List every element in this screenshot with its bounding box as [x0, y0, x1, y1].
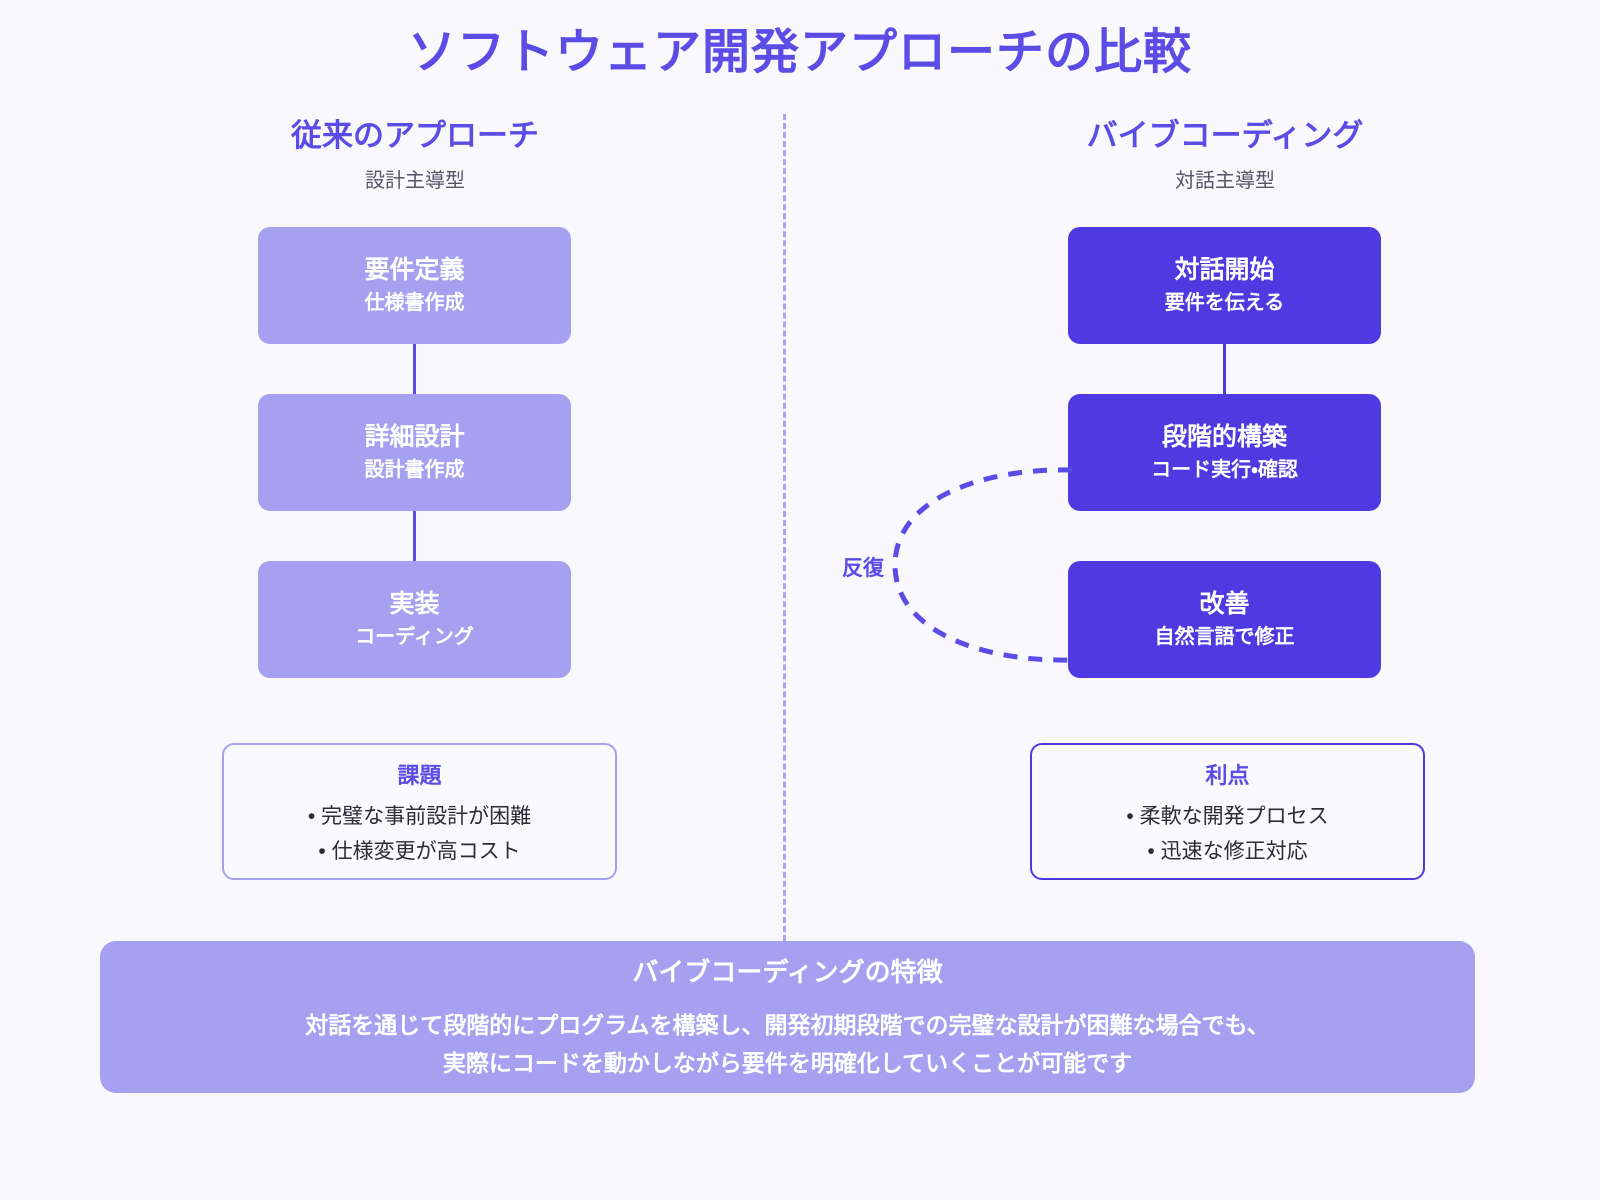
step-box-start-dialogue[interactable]: 対話開始 要件を伝える: [1068, 226, 1381, 344]
callout-challenges: 課題 • 完璧な事前設計が困難 • 仕様変更が高コスト: [222, 743, 617, 880]
column-subtitle-vibe-coding: 対話主導型: [1175, 169, 1275, 192]
step-box-requirements[interactable]: 要件定義 仕様書作成: [258, 226, 571, 344]
step-box-detailed-design[interactable]: 詳細設計 設計書作成: [258, 393, 571, 511]
callout-list: • 柔軟な開発プロセス • 迅速な修正対応: [1126, 800, 1328, 868]
step-box-incremental-build[interactable]: 段階的構築 コード実行・確認: [1068, 393, 1381, 511]
page-title: ソフトウェア開発アプローチの比較: [407, 26, 1192, 79]
step-subtitle: コーディング: [355, 625, 474, 648]
connector-line: [413, 510, 416, 561]
step-title: 要件定義: [364, 255, 465, 284]
step-flow-traditional: 要件定義 仕様書作成 詳細設計 設計書作成 実装 コーディング: [155, 226, 675, 678]
connector-line: [1223, 343, 1226, 394]
column-subtitle-traditional: 設計主導型: [365, 169, 465, 192]
list-item: • 完璧な事前設計が困難: [307, 805, 532, 829]
step-title: 段階的構築: [1161, 422, 1287, 451]
step-title: 実装: [389, 589, 440, 618]
summary-banner: バイブコーディングの特徴 対話を通じて段階的にプログラムを構築し、開発初期段階で…: [100, 941, 1475, 1093]
list-item: • 迅速な修正対応: [1147, 839, 1308, 863]
step-subtitle: コード実行・確認: [1151, 458, 1298, 481]
summary-banner-line-2: 実際にコードを動かしながら要件を明確化していくことが可能です: [442, 1049, 1133, 1076]
step-subtitle: 仕様書作成: [364, 291, 465, 314]
list-item: • 柔軟な開発プロセス: [1126, 805, 1329, 829]
column-title-vibe-coding: バイブコーディング: [1086, 118, 1364, 153]
column-vibe-coding: バイブコーディング 対話主導型 対話開始 要件を伝える 段階的構築 コード実行・…: [965, 118, 1485, 678]
step-flow-vibe-coding: 対話開始 要件を伝える 段階的構築 コード実行・確認 改善 自然言語で修正: [965, 226, 1485, 678]
iteration-loop-label: 反復: [842, 557, 884, 580]
callout-list: • 完璧な事前設計が困難 • 仕様変更が高コスト: [308, 800, 531, 868]
list-item: • 仕様変更が高コスト: [318, 839, 521, 863]
connector-line: [413, 343, 416, 394]
callout-title: 利点: [1205, 763, 1250, 789]
step-title: 改善: [1199, 589, 1250, 618]
step-subtitle: 自然言語で修正: [1154, 625, 1295, 648]
center-divider: [783, 114, 786, 941]
step-title: 詳細設計: [364, 422, 465, 451]
step-box-implementation[interactable]: 実装 コーディング: [258, 560, 571, 678]
step-title: 対話開始: [1174, 255, 1275, 284]
summary-banner-title: バイブコーディングの特徴: [632, 956, 943, 987]
step-subtitle: 設計書作成: [364, 458, 465, 481]
summary-banner-line-1: 対話を通じて段階的にプログラムを構築し、開発初期段階での完璧な設計が困難な場合で…: [305, 1011, 1270, 1038]
step-subtitle: 要件を伝える: [1164, 291, 1285, 314]
column-title-traditional: 従来のアプローチ: [291, 118, 539, 153]
callout-title: 課題: [397, 763, 442, 789]
column-traditional: 従来のアプローチ 設計主導型 要件定義 仕様書作成 詳細設計 設計書作成 実装 …: [155, 118, 675, 678]
step-box-improvement[interactable]: 改善 自然言語で修正: [1068, 560, 1381, 678]
callout-benefits: 利点 • 柔軟な開発プロセス • 迅速な修正対応: [1030, 743, 1425, 880]
